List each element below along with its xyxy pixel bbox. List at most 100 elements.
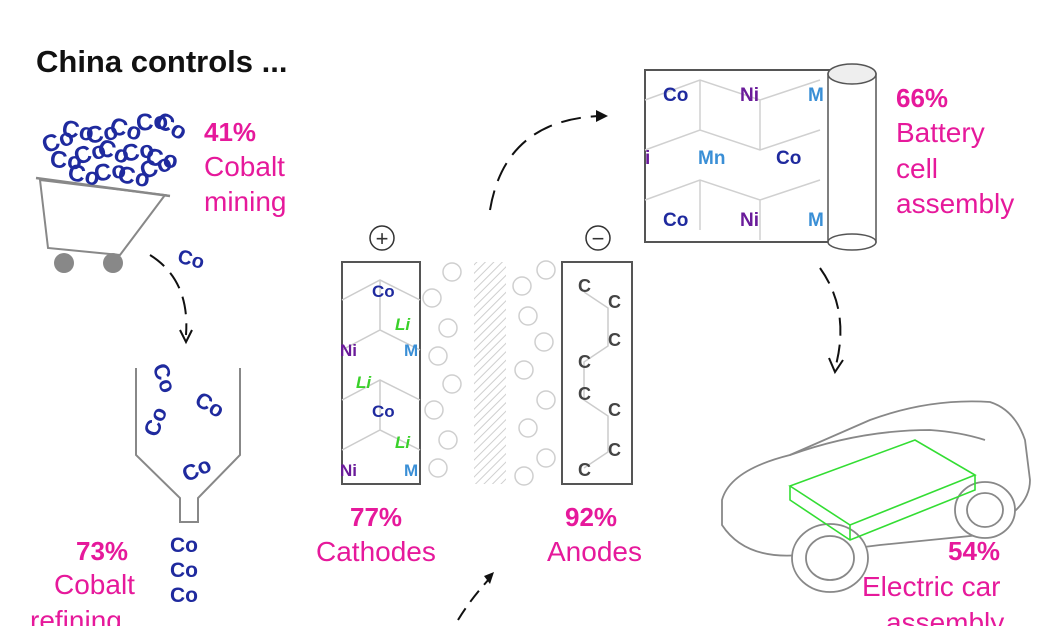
ion-circle [518,306,538,326]
electric-car-assembly-label-line2: assembly [886,607,1005,626]
cobalt-symbol: Co [663,85,688,106]
cobalt-refining-label-line2: refining [30,605,122,626]
metal-symbol: M [404,341,418,360]
mining-cart-icon [35,176,171,273]
cobalt-symbol: Co [144,143,179,174]
electric-car-assembly-label-line1: Electric car [862,571,1001,602]
arrowhead-icon [484,572,494,584]
nickel-symbol: Ni [740,85,759,106]
manganese-symbol: Mn [698,148,725,169]
carbon-symbol: C [578,460,591,480]
lithium-symbol: Li [395,433,411,452]
electric-car-assembly-percent: 54% [948,536,1001,566]
carbon-symbol: C [608,330,621,350]
lithium-symbol: Li [356,373,372,392]
battery-cell-assembly-label-line1: Battery [896,117,985,148]
refining-hopper-icon [135,368,241,523]
carbon-symbol: C [578,276,591,296]
cobalt-symbol: Co [148,360,182,396]
cobalt-symbol: Co [776,148,801,169]
metal-symbol: M [808,210,824,231]
cathode-electrode [341,261,421,485]
ion-circle [428,346,448,366]
ion-circle [438,318,458,338]
cobalt-mining-label-line2: mining [204,186,287,217]
cobalt-symbol: Co [663,210,688,231]
nickel-symbol: Ni [340,461,357,480]
cathodes-percent: 77% [350,502,403,532]
carbon-symbol: C [578,352,591,372]
cobalt-symbol: Co [170,559,198,582]
battery-pack-outline [788,439,977,541]
ion-circle [428,458,448,478]
carbon-symbol: C [578,384,591,404]
cobalt-symbol: Co [372,282,395,301]
positive-terminal-icon [369,225,395,251]
separator [474,262,506,484]
cobalt-symbol: Co [170,534,198,557]
cobalt-symbol: Co [49,146,83,176]
cobalt-symbol: Co [60,115,96,147]
cathodes-label: Cathodes [316,536,436,567]
flow-arrow [489,115,601,211]
cobalt-refining-percent: 73% [76,536,129,566]
cobalt-symbol: Co [92,156,127,187]
electric-car-icon [721,400,1031,593]
metal-symbol: M [808,85,824,106]
ion-circle [536,448,556,468]
cobalt-symbol: Co [65,159,102,192]
carbon-symbol: C [608,440,621,460]
cobalt-refining-label-line1: Cobalt [54,569,135,600]
battery-cell-assembly-percent: 66% [896,83,949,113]
ion-circle [424,400,444,420]
ion-circles [422,260,556,486]
carbon-symbol: C [608,292,621,312]
cobalt-symbol: Co [191,387,229,423]
flow-arrow [149,254,188,336]
negative-terminal-icon [585,225,611,251]
ion-circle [442,374,462,394]
ion-circle [512,276,532,296]
arrowhead-icon [179,329,193,345]
cobalt-symbol: Co [116,161,152,193]
nickel-symbol: Ni [740,210,759,231]
cobalt-symbol: Co [120,136,156,168]
roll-end-icon [827,63,877,85]
anodes-percent: 92% [565,502,618,532]
page-title: China controls ... [36,44,288,79]
ion-circle [534,332,554,352]
cobalt-symbol: Co [170,584,198,607]
arrowhead-icon [828,357,844,375]
flow-arrow [819,267,842,366]
arrowhead-icon [596,110,608,122]
cart-wheel-icon [54,253,74,273]
minus-sign: − [592,226,605,251]
anodes-label: Anodes [547,536,642,567]
ion-circle [514,360,534,380]
metal-symbol: M [404,461,418,480]
cobalt-symbol: Co [135,107,169,137]
ion-circle [422,288,442,308]
ion-circle [514,466,534,486]
ion-circle [536,260,556,280]
ion-circle [438,430,458,450]
flow-arrow [457,577,491,621]
carbon-symbol: C [608,400,621,420]
nickel-symbol: i [645,148,650,169]
battery-cell [644,63,877,251]
cobalt-mining-percent: 41% [204,117,257,147]
cobalt-symbol: Co [178,452,215,487]
cobalt-symbol: Co [84,118,120,150]
ion-circle [442,262,462,282]
battery-cell-assembly-label-line2: cell [896,153,939,184]
cobalt-symbol: Co [139,404,173,440]
cobalt-symbol: Co [372,402,395,421]
cobalt-mining-label-line1: Cobalt [204,151,285,182]
battery-cell-assembly-label-line3: assembly [896,188,1015,219]
cart-wheel-icon [103,253,123,273]
cobalt-symbol: Co [175,246,206,274]
ion-circle [518,418,538,438]
